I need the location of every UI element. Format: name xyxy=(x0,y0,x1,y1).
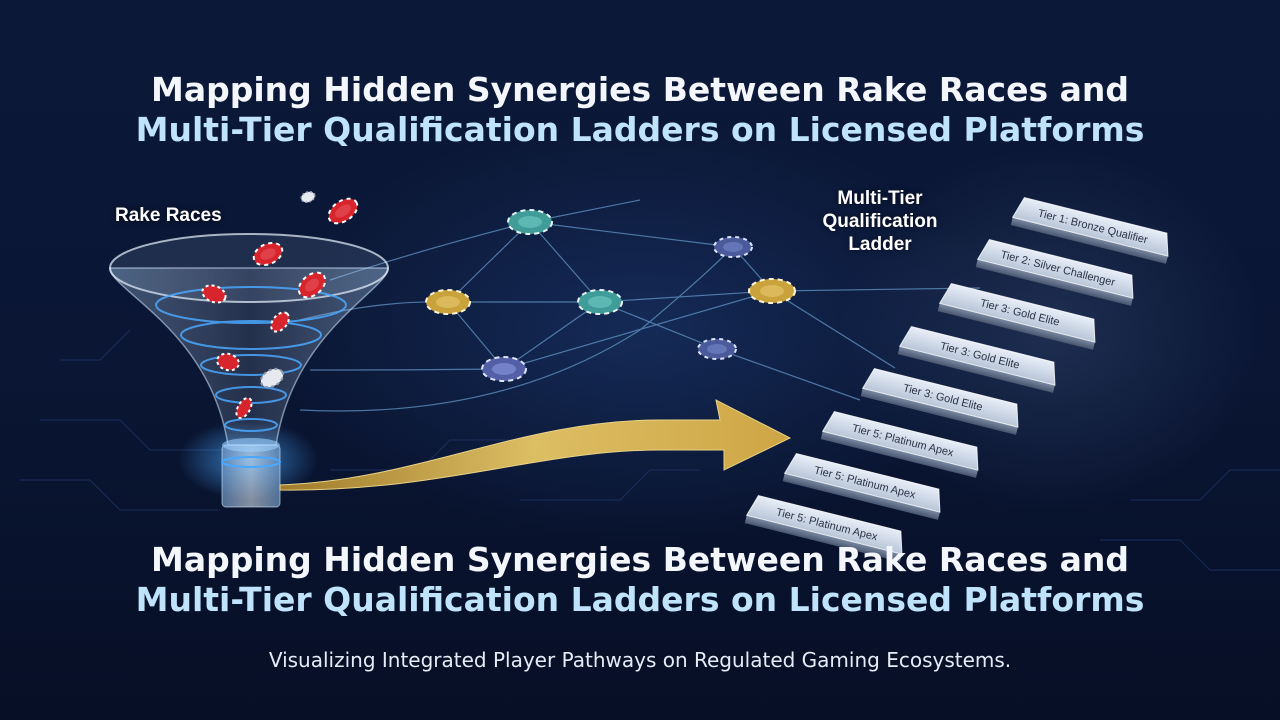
poker-chip-icon xyxy=(216,352,240,372)
tier-plate: Tier 5: Platinum Apex xyxy=(782,453,941,520)
rake-races-label: Rake Races xyxy=(115,205,222,226)
tier-plate-face xyxy=(976,239,1134,299)
poker-chip-icon xyxy=(270,311,290,333)
tier-plate: Tier 3: Gold Elite xyxy=(860,368,1019,435)
tier-plate: Tier 3: Gold Elite xyxy=(897,326,1056,393)
poker-chip-icon xyxy=(201,284,227,304)
tier-plate-edge xyxy=(860,388,1018,435)
bottom-title-line2: Multi-Tier Qualification Ladders on Lice… xyxy=(135,579,1145,619)
tier-plate-face xyxy=(821,411,979,471)
tier-plate-face xyxy=(783,453,941,513)
ladder-label: Multi-Tier Qualification Ladder xyxy=(805,188,955,256)
gold-arrow-icon xyxy=(279,399,792,491)
tier-plate-face xyxy=(861,368,1019,428)
tier-plate-face xyxy=(1011,197,1169,257)
ladder-label-line3: Ladder xyxy=(848,233,912,255)
poker-chip-icon xyxy=(297,271,327,299)
poker-chip-icon xyxy=(300,190,316,204)
network-node-icon xyxy=(697,338,737,360)
tier-plate-edge xyxy=(744,515,902,562)
ladder-label-line1: Multi-Tier xyxy=(837,188,923,209)
ladder-label-line2: Qualification xyxy=(822,210,938,232)
network-node-icon xyxy=(577,289,623,315)
network-node-icon xyxy=(481,356,527,382)
poker-chip-icon xyxy=(235,397,253,419)
top-title-line1: Mapping Hidden Synergies Between Rake Ra… xyxy=(151,70,1129,109)
network-node-icon xyxy=(425,289,471,315)
top-title-line2: Multi-Tier Qualification Ladders on Lice… xyxy=(135,109,1145,149)
tier-plate-edge xyxy=(897,346,1055,393)
network-node-icon xyxy=(507,209,553,235)
tier-plate: Tier 5: Platinum Apex xyxy=(820,411,979,478)
tier-plate-edge xyxy=(1010,217,1168,264)
tier-plate-edge xyxy=(820,431,978,478)
poker-chip-icon xyxy=(327,197,359,225)
tier-plate-face xyxy=(938,283,1096,343)
tier-plate-edge xyxy=(975,259,1133,306)
tier-plate-face xyxy=(745,495,903,555)
rake-chips xyxy=(201,190,359,419)
network-node-icon xyxy=(748,278,796,304)
subtitle: Visualizing Integrated Player Pathways o… xyxy=(268,648,1012,672)
network-node-icon xyxy=(713,236,753,258)
tier-plate: Tier 3: Gold Elite xyxy=(937,283,1096,350)
tier-plate-face xyxy=(898,326,1056,386)
bottom-title: Mapping Hidden Synergies Between Rake Ra… xyxy=(0,540,1280,619)
bottom-title-line1: Mapping Hidden Synergies Between Rake Ra… xyxy=(151,540,1129,579)
tier-plate-edge xyxy=(937,303,1095,350)
poker-chip-icon xyxy=(259,367,285,389)
network-nodes xyxy=(425,209,796,382)
top-title: Mapping Hidden Synergies Between Rake Ra… xyxy=(0,70,1280,149)
tier-plate-edge xyxy=(782,473,940,520)
poker-chip-icon xyxy=(252,241,284,267)
